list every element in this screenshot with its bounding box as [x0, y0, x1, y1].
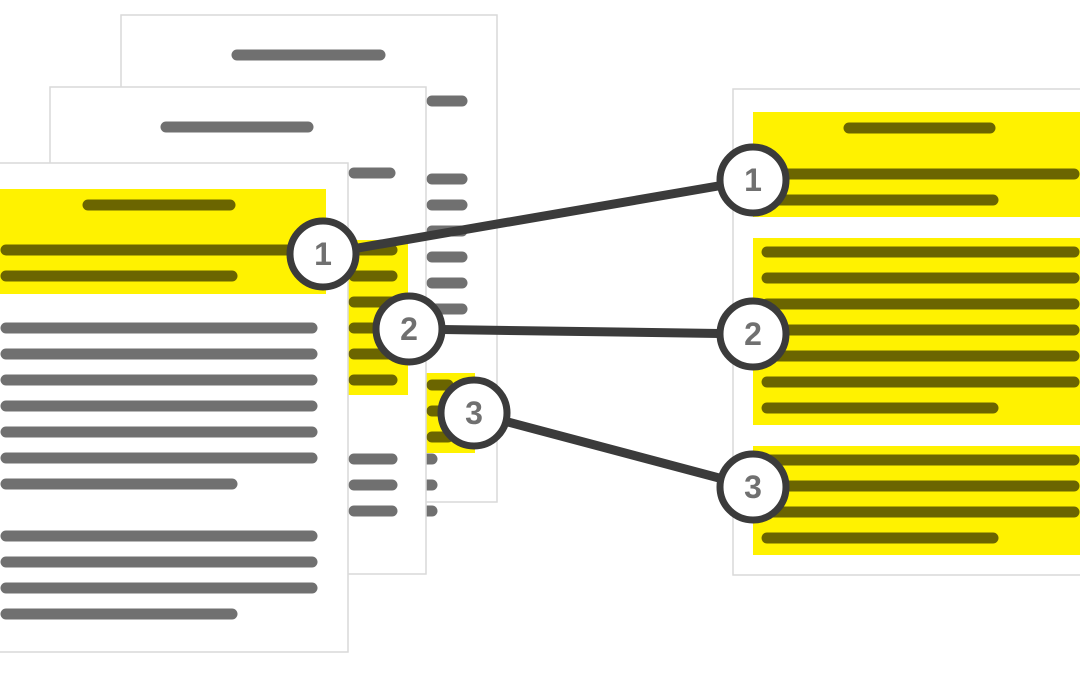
marker-circle	[286, 217, 360, 291]
extracted-document	[732, 88, 1080, 576]
source-document-front	[0, 162, 349, 653]
marker-circle	[437, 376, 511, 450]
marker-label: 3	[744, 469, 762, 505]
marker-target-2: 2	[716, 297, 790, 371]
marker-circle	[372, 292, 446, 366]
marker-source-1: 1	[286, 217, 360, 291]
connector-2	[404, 324, 758, 339]
marker-label: 2	[744, 316, 762, 352]
marker-circle	[716, 297, 790, 371]
connector-1	[318, 175, 758, 259]
connector-3	[469, 408, 758, 492]
marker-circle	[716, 450, 790, 524]
marker-label: 1	[314, 236, 332, 272]
marker-source-2: 2	[372, 292, 446, 366]
marker-label: 3	[465, 395, 483, 431]
marker-target-1: 1	[716, 143, 790, 217]
connectors	[318, 175, 758, 492]
marker-source-3: 3	[437, 376, 511, 450]
marker-label: 2	[400, 311, 418, 347]
marker-circle	[716, 143, 790, 217]
marker-target-3: 3	[716, 450, 790, 524]
marker-label: 1	[744, 162, 762, 198]
